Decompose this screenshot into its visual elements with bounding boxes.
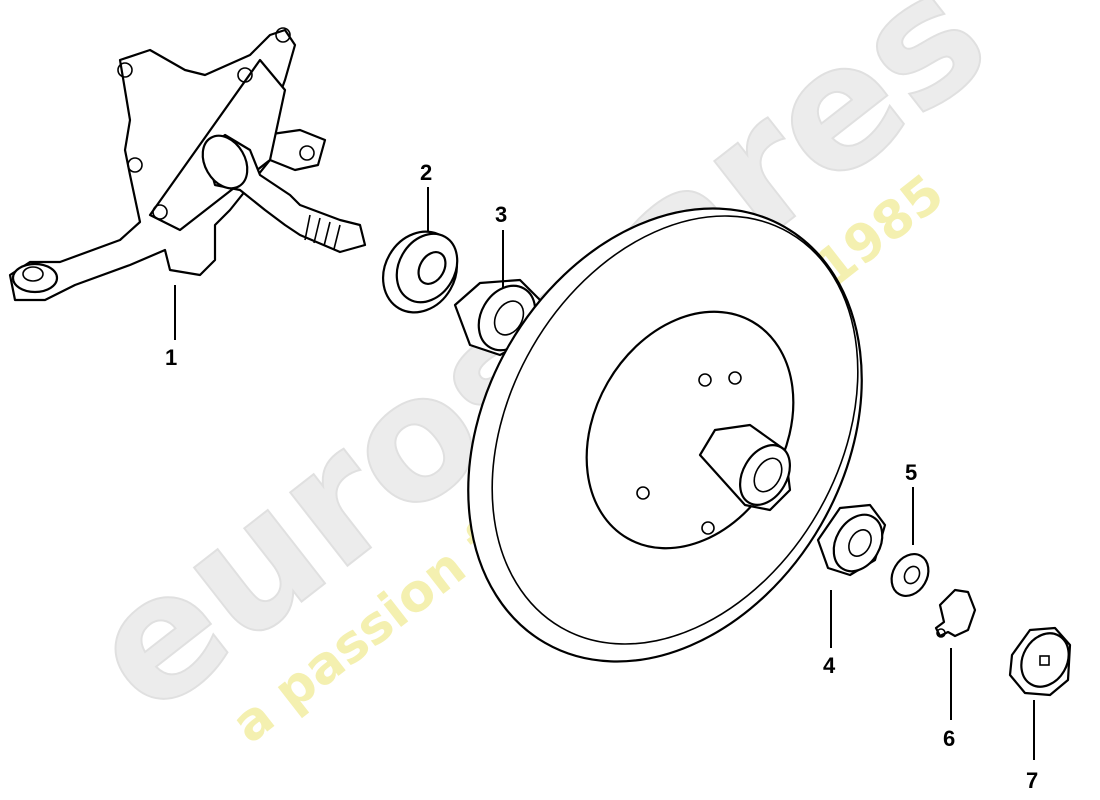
part-5-washer[interactable] — [884, 547, 935, 602]
part-7-dust-cap[interactable] — [1008, 625, 1078, 697]
callout-6[interactable]: 6 — [943, 726, 955, 751]
part-6-clamp-nut[interactable] — [934, 588, 977, 638]
callout-1[interactable]: 1 — [165, 345, 177, 370]
part-4-outer-bearing[interactable] — [816, 503, 892, 580]
part-2-seal[interactable] — [369, 218, 472, 326]
callout-7[interactable]: 7 — [1026, 768, 1038, 793]
callout-3[interactable]: 3 — [495, 202, 507, 227]
callout-5[interactable]: 5 — [905, 460, 917, 485]
part-1-steering-knuckle[interactable] — [8, 27, 367, 302]
brake-disc-hub[interactable] — [389, 137, 941, 733]
callout-4[interactable]: 4 — [823, 653, 836, 678]
callout-2[interactable]: 2 — [420, 160, 432, 185]
